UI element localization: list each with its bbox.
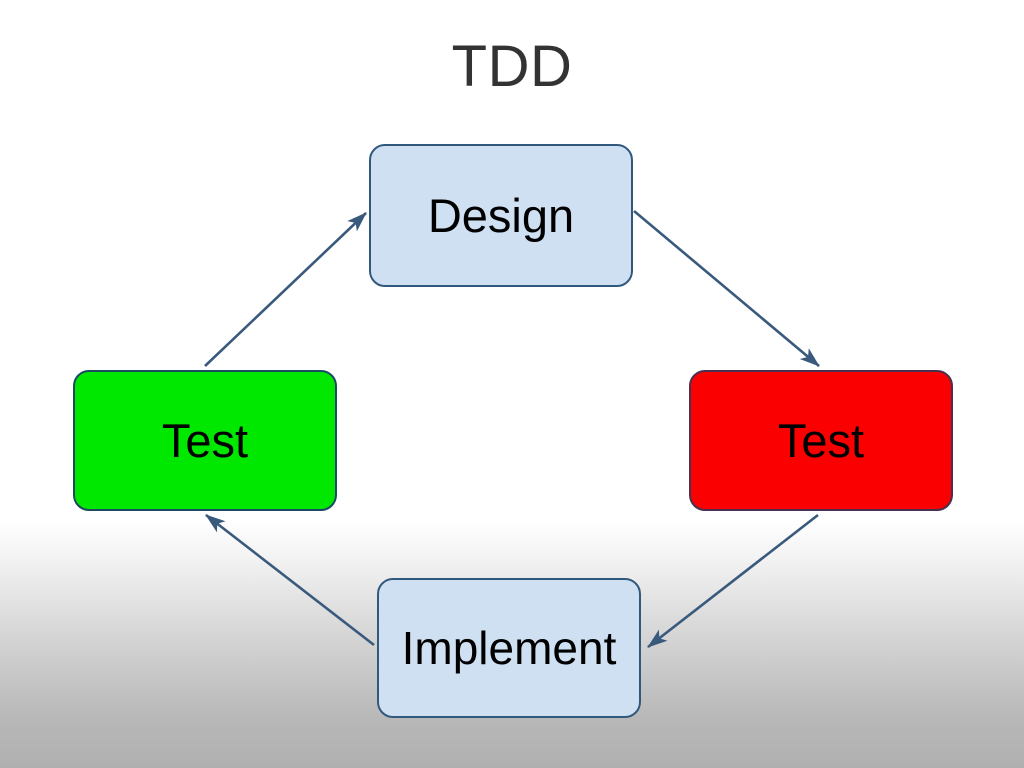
arrow-implement-to-test-green bbox=[205, 513, 375, 647]
page-title: TDD bbox=[451, 34, 573, 99]
node-test-green-label: Test bbox=[161, 413, 249, 467]
node-test-red[interactable]: Test bbox=[689, 370, 953, 511]
node-implement[interactable]: Implement bbox=[377, 578, 641, 718]
arrow-design-to-test-red bbox=[633, 210, 820, 367]
node-implement-label: Implement bbox=[401, 622, 617, 674]
node-design-label: Design bbox=[427, 188, 575, 242]
node-test-green[interactable]: Test bbox=[73, 370, 337, 511]
node-design[interactable]: Design bbox=[369, 144, 633, 287]
arrow-test-green-to-design bbox=[204, 212, 367, 367]
arrow-test-red-to-implement bbox=[647, 513, 819, 649]
node-test-red-label: Test bbox=[777, 413, 865, 467]
